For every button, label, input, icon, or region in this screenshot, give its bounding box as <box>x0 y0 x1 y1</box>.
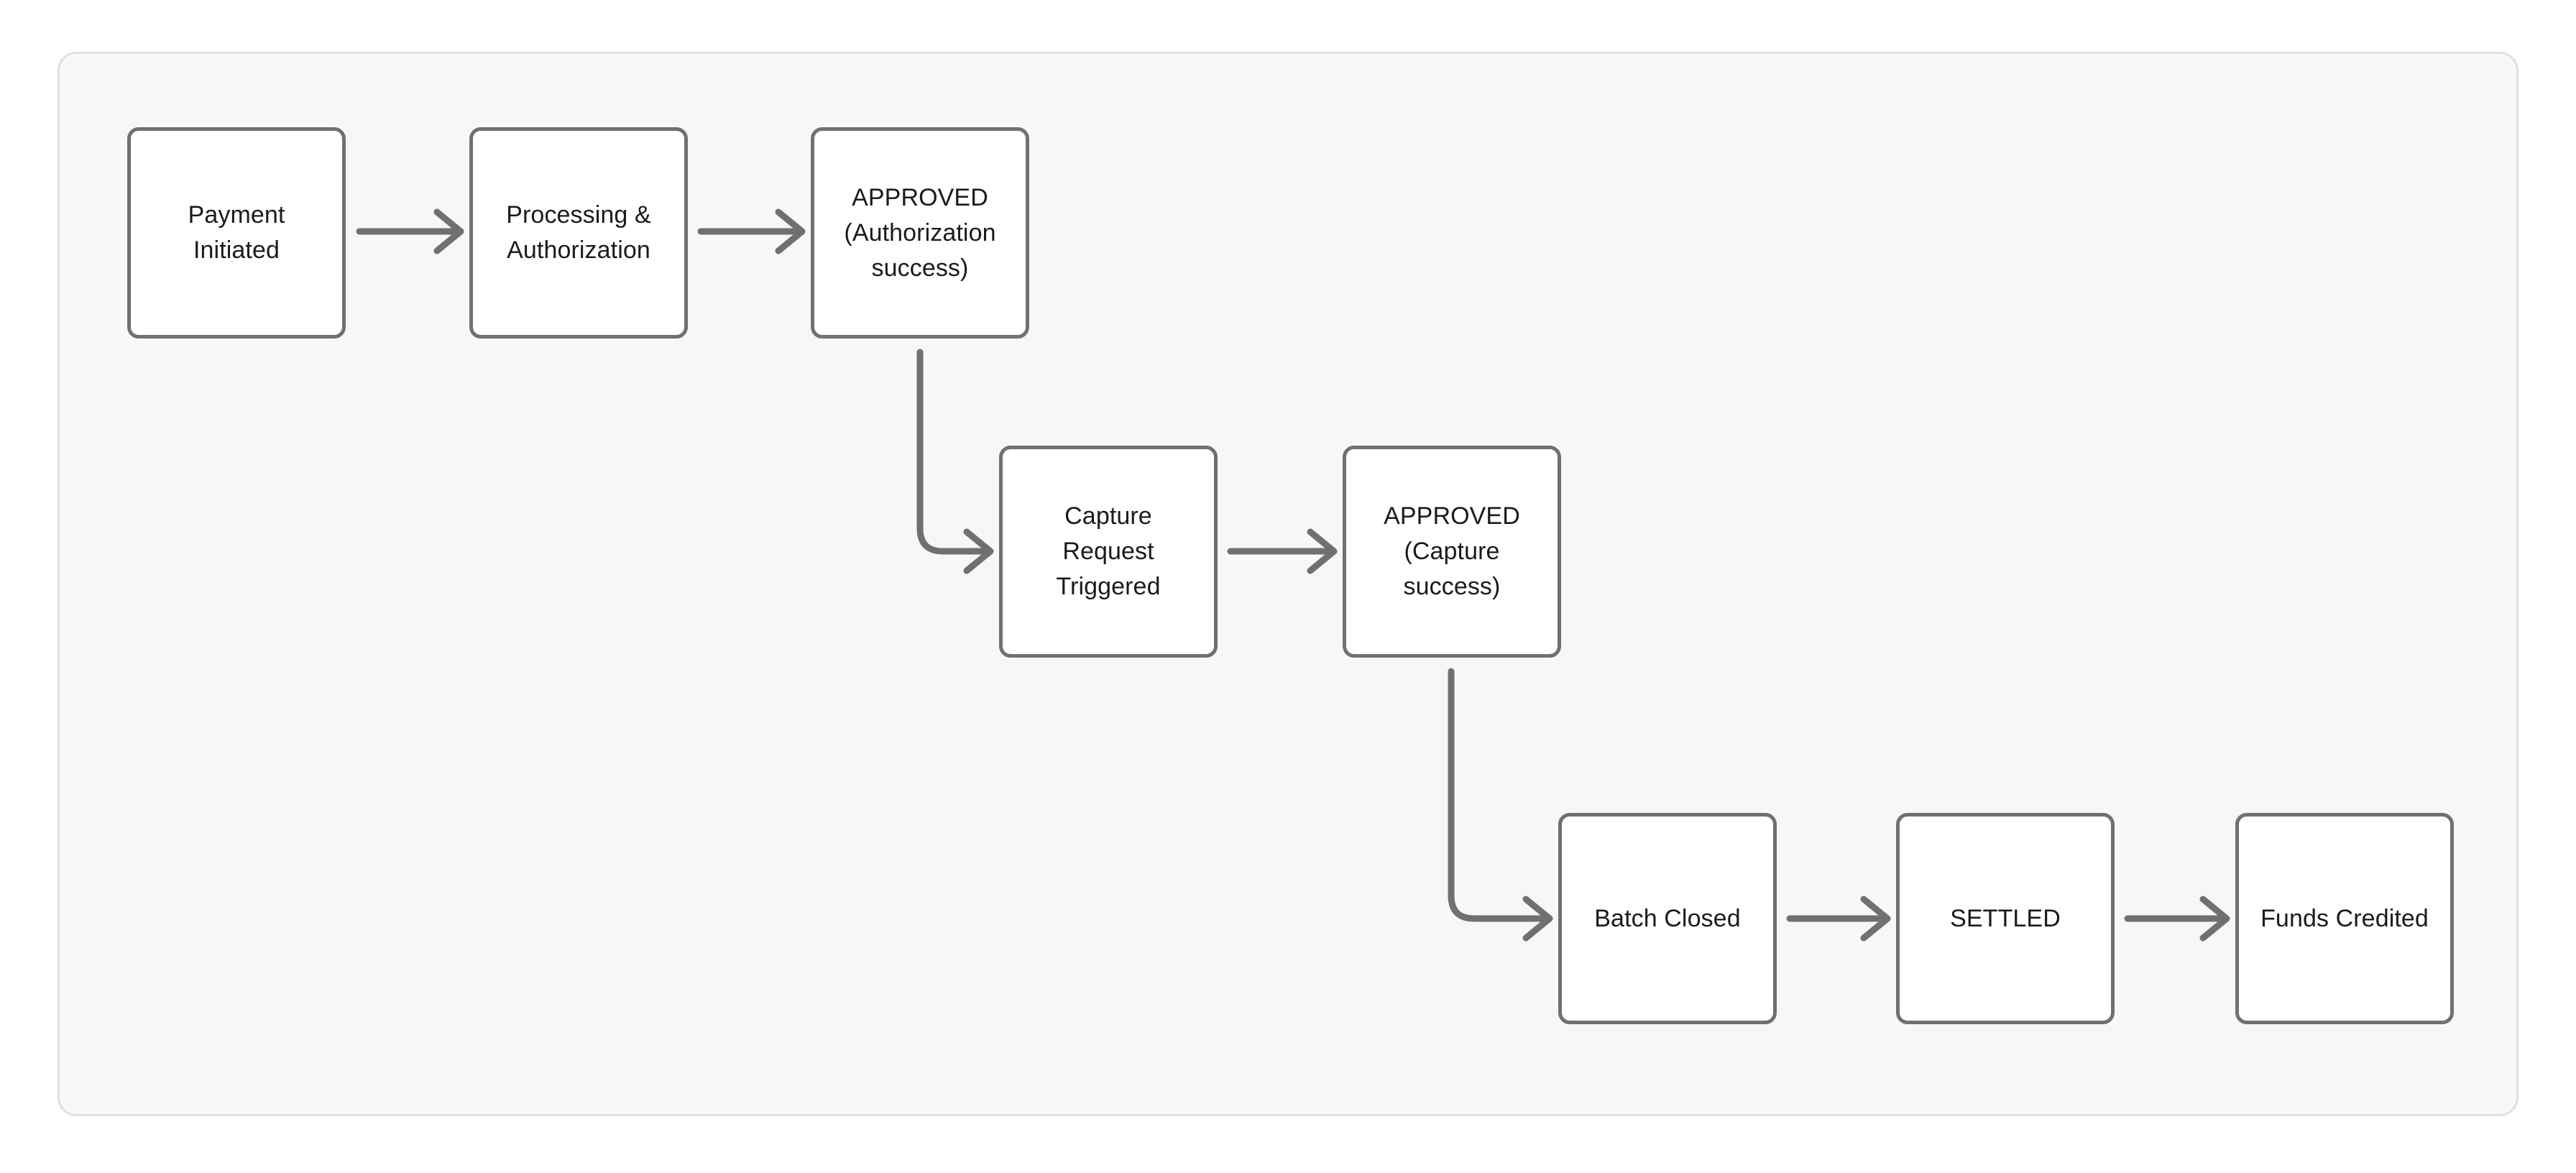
node-settled[interactable]: SETTLED <box>1896 813 2115 1024</box>
node-processing-authorization[interactable]: Processing & Authorization <box>469 127 688 339</box>
node-capture-request-triggered[interactable]: Capture Request Triggered <box>999 446 1218 658</box>
node-label: APPROVED (Capture success) <box>1384 502 1520 600</box>
node-funds-credited[interactable]: Funds Credited <box>2235 813 2454 1024</box>
node-batch-closed[interactable]: Batch Closed <box>1558 813 1777 1024</box>
node-approved-capture[interactable]: APPROVED (Capture success) <box>1343 446 1561 658</box>
node-label: APPROVED (Authorization success) <box>844 183 996 282</box>
node-label: SETTLED <box>1950 904 2061 932</box>
node-label: Batch Closed <box>1594 904 1741 932</box>
node-label: Funds Credited <box>2260 904 2429 932</box>
node-payment-initiated[interactable]: Payment Initiated <box>127 127 346 339</box>
node-label: Capture Request Triggered <box>1056 502 1161 600</box>
node-label: Processing & Authorization <box>506 201 651 264</box>
node-approved-authorization[interactable]: APPROVED (Authorization success) <box>811 127 1029 339</box>
node-label: Payment Initiated <box>188 201 285 264</box>
diagram-panel <box>58 52 2518 1116</box>
